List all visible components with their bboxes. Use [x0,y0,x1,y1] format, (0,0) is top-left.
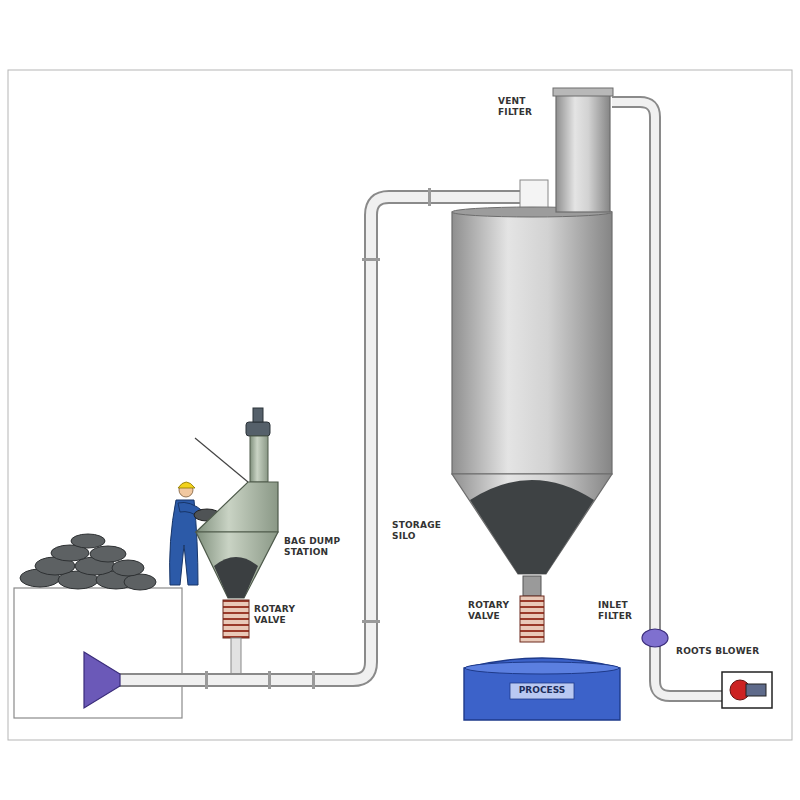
equipment-label: VENT FILTER [498,96,552,118]
roots-blower [722,672,772,708]
outlet-spout [523,576,541,596]
node-label: PROCESS [462,685,622,695]
vent-filter [553,88,613,212]
equipment-label: ROTARY VALVE [254,604,310,626]
process-tank: PROCESS [462,646,622,722]
intake-funnel [84,652,120,708]
air-pipe [612,102,722,696]
equipment-label: BAG DUMP STATION [284,536,346,558]
equipment-label: INLET FILTER [598,600,644,622]
equipment-label: ROOTS BLOWER [676,646,776,657]
tank-outline [462,646,622,722]
drop-pipe [231,638,241,676]
bag-dump-station [195,408,278,598]
inlet-filter [642,629,668,647]
tank-top [465,662,619,674]
storage-silo [452,180,612,574]
equipment-label: STORAGE SILO [392,520,446,542]
platform [14,588,182,718]
rotary-valve [520,596,544,642]
equipment-label: ROTARY VALVE [468,600,516,622]
rotary-valve [223,600,249,638]
bag-pile [20,534,156,590]
pipe-flanges [205,188,431,689]
frame [8,70,792,740]
air-pipe-bore [612,102,722,696]
